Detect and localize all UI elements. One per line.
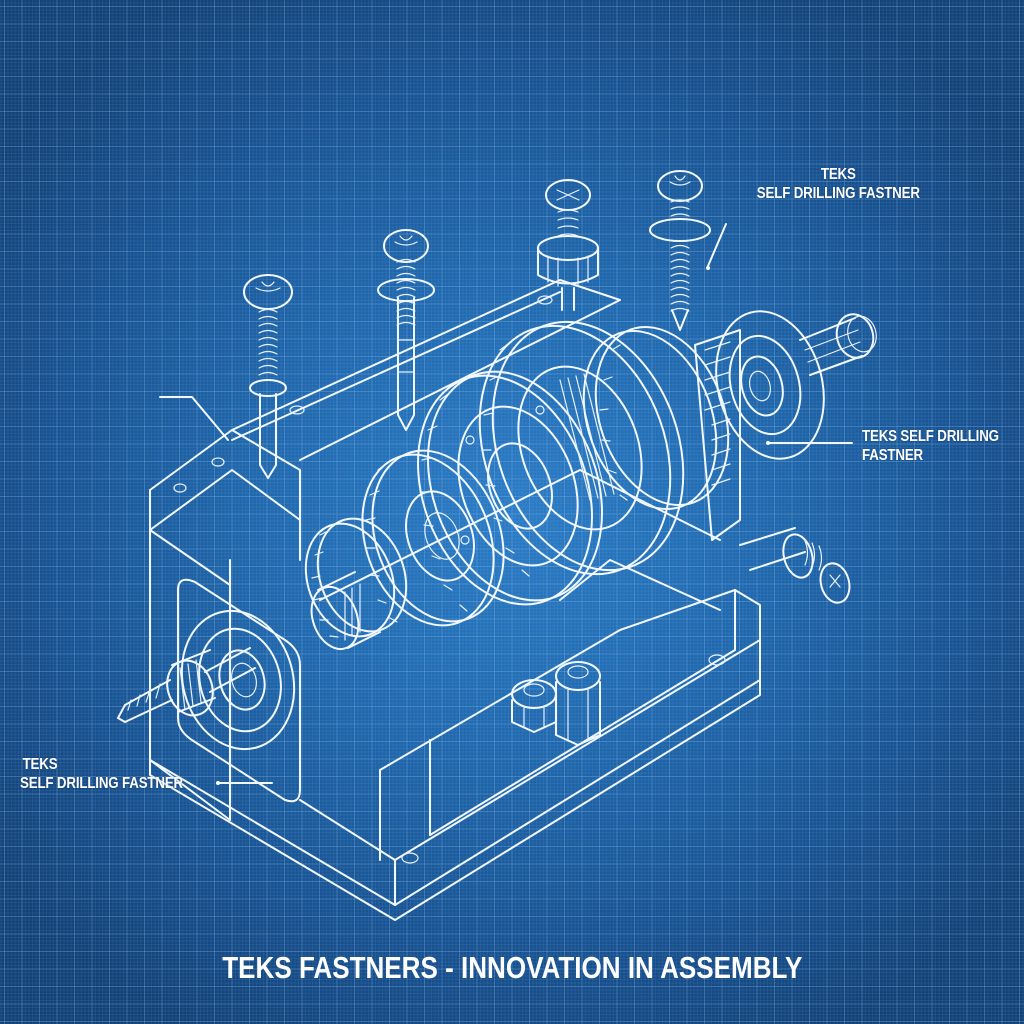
large-gear [388,347,633,629]
pinion-gear [291,506,422,649]
bushing-sleeve [303,572,380,656]
callout-top-right-line-1: TEKS [820,166,856,183]
hex-nuts [512,662,600,745]
leader-lines [160,224,852,785]
leader-line-top-right [708,224,726,266]
gear-train [291,295,752,649]
vertical-screw-3 [538,180,598,310]
callout-right: TEKS SELF DRILLING FASTNER [862,427,999,465]
vertical-screw-4 [650,171,710,330]
vertical-screw-2 [378,230,434,430]
vertical-screw-1 [244,275,292,478]
medium-gear [340,432,527,644]
callout-bottom-left-line-1: TEKS [22,756,58,773]
diagram-title: TEKS FASTNERS - INNOVATION IN ASSEMBLY [0,950,1024,986]
callout-bottom-left: TEKS SELF DRILLING FASTNER [20,755,183,793]
output-shaft-assembly [695,299,880,540]
side-screw [740,528,854,606]
output-gear [560,308,751,527]
callout-top-right-line-2: SELF DRILLING FASTNER [756,185,920,202]
callout-bottom-left-line-2: SELF DRILLING FASTNER [20,775,184,792]
callout-right-line-2: FASTNER [862,447,924,464]
leader-line-upper-left [160,397,228,440]
diagram-title-text: TEKS FASTNERS - INNOVATION IN ASSEMBLY [221,950,803,985]
housing [150,280,760,920]
callout-top-right: TEKS SELF DRILLING FASTNER [748,165,929,203]
input-shaft-assembly [118,648,255,722]
callout-right-line-1: TEKS SELF DRILLING [862,428,999,445]
rear-large-gear [447,295,717,601]
